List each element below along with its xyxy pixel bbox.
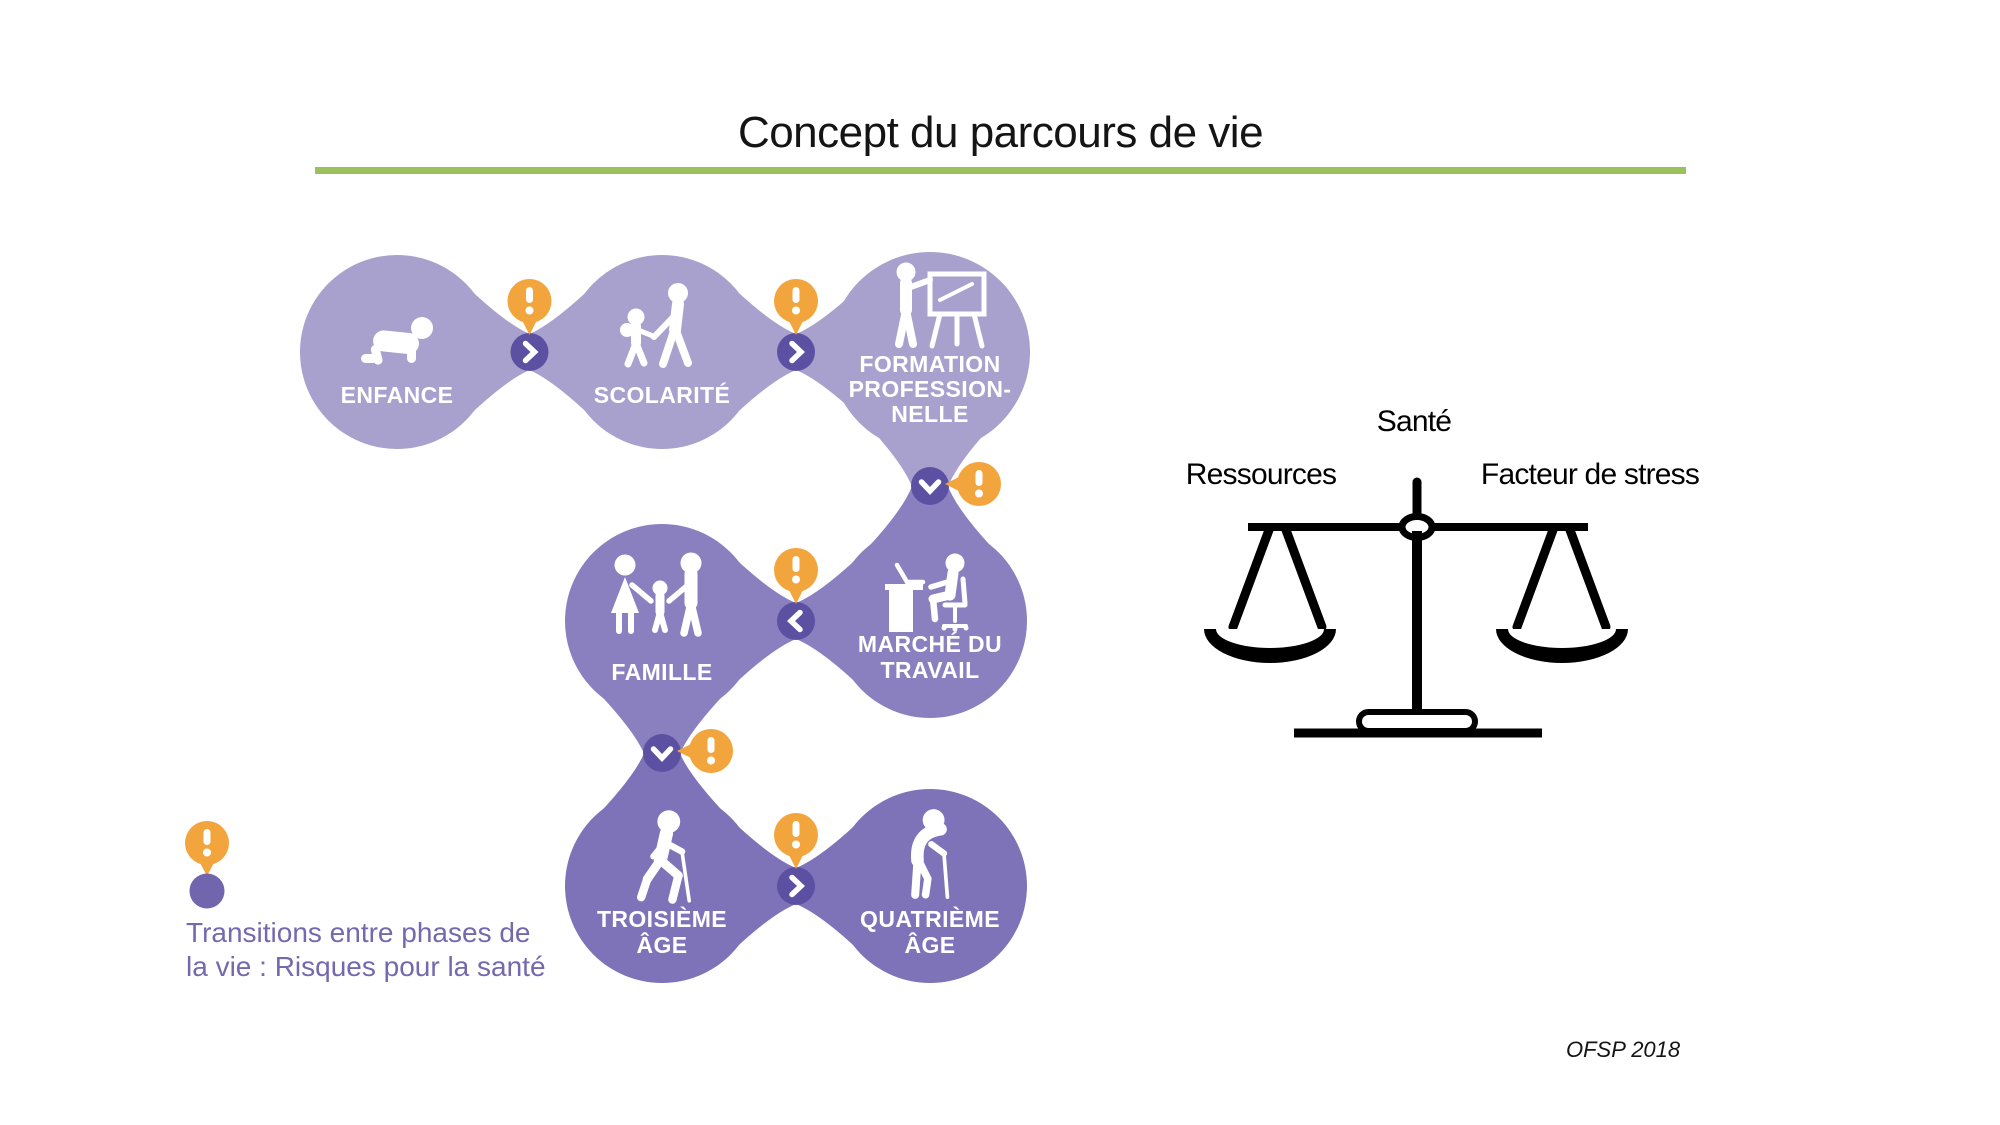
chevron-right-icon [777,867,815,905]
baby-crawling-icon [361,317,433,365]
page-title: Concept du parcours de vie [737,108,1264,157]
alert-exclamation-icon [507,279,552,335]
family-icon [611,552,702,637]
phase-label-scolarite: SCOLARITÉ [593,382,731,408]
phase-label-enfance: ENFANCE [340,382,454,408]
transition-markers [510,333,949,905]
elderly-with-cane-icon [911,809,950,899]
risk-alerts [507,279,1001,869]
alert-exclamation-icon [774,279,818,335]
balance-scale-icon [1204,477,1628,738]
legend-symbol [185,821,229,909]
office-desk-worker-icon [885,553,969,632]
balance-right-label: Facteur de stress [1480,458,1700,491]
senior-walking-icon [636,810,692,904]
phase-circle-marche-du-travail [833,524,1027,718]
presenter-flipchart-icon [895,262,987,349]
alert-exclamation-icon [774,548,818,604]
phase-label-famille: FAMILLE [611,659,713,685]
balance-left-label: Ressources [1185,458,1337,491]
chevron-right-icon [777,333,815,371]
alert-exclamation-icon [677,729,733,773]
alert-exclamation-icon [945,462,1001,506]
phase-label-troisieme-age: TROISIÈME ÂGE [596,906,728,958]
phase-label-marche-du-travail: MARCHÉ DU TRAVAIL [857,631,1003,683]
phase-label-quatrieme-age: QUATRIÈME ÂGE [860,906,1000,958]
alert-exclamation-icon [774,813,818,869]
chevron-down-icon [911,467,949,505]
phase-icons [361,262,987,904]
schoolchild-with-adult-icon [620,283,692,368]
balance-top-label: Santé [1376,405,1452,438]
phase-circle-troisieme-age [565,789,759,983]
transition-dot-icon [189,873,225,909]
chevron-left-icon [777,602,815,640]
chevron-right-icon [510,333,549,371]
alert-exclamation-icon [185,821,229,876]
phase-label-formation: FORMATION PROFESSION- NELLE [848,351,1012,427]
chevron-down-icon [643,734,681,772]
title-underline-bar [315,167,1686,174]
legend-text: Transitions entre phases de la vie : Ris… [186,917,546,982]
source-credit: OFSP 2018 [1566,1037,1681,1062]
phase-circle-scolarite [565,255,759,449]
phase-circles [300,252,1030,983]
phase-circle-formation [830,252,1030,452]
